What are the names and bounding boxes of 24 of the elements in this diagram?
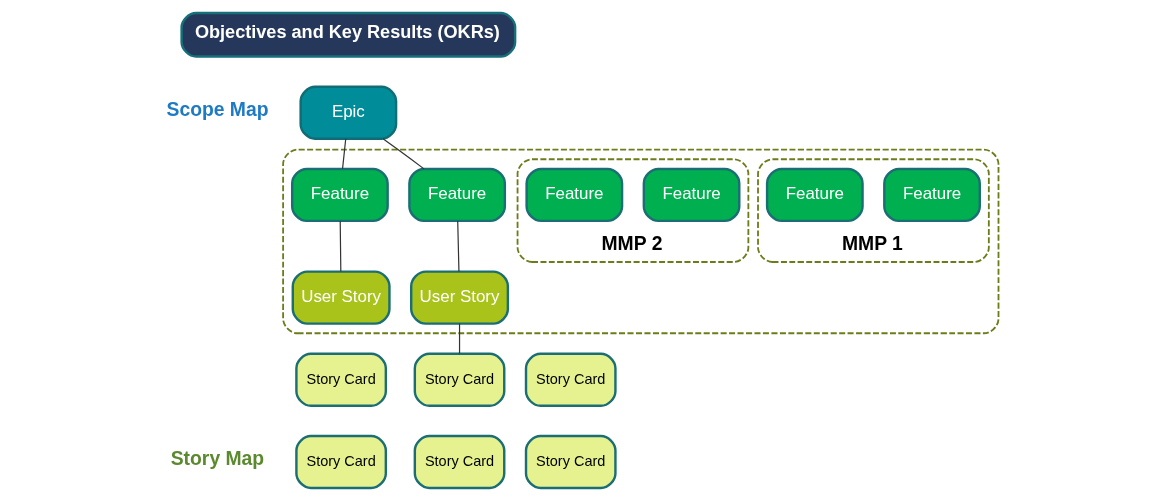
node-box: Feature bbox=[408, 167, 507, 223]
node-box: Story Card bbox=[295, 434, 388, 490]
connector bbox=[382, 138, 425, 170]
connector bbox=[339, 220, 342, 273]
node-box: Story Card bbox=[524, 352, 617, 407]
node-box: Objectives and Key Results (OKRs) bbox=[180, 11, 517, 58]
node-box: Feature bbox=[525, 167, 624, 223]
node-box: Epic bbox=[299, 85, 398, 140]
node-box: User Story bbox=[410, 270, 510, 325]
connector bbox=[457, 220, 460, 273]
node-box: Feature bbox=[765, 167, 864, 223]
node-box: User Story bbox=[291, 270, 391, 325]
label: Story Map bbox=[170, 448, 265, 470]
connector bbox=[341, 138, 347, 170]
label: Scope Map bbox=[166, 99, 269, 121]
node-box: Feature bbox=[883, 167, 981, 223]
node-box: Story Card bbox=[413, 434, 506, 490]
node-box: Story Card bbox=[295, 352, 388, 407]
node-box: Story Card bbox=[413, 352, 506, 407]
connector bbox=[458, 323, 461, 355]
node-box: Feature bbox=[642, 167, 741, 223]
node-box: Story Card bbox=[524, 434, 617, 490]
node-box: Feature bbox=[290, 167, 389, 223]
cluster bbox=[282, 148, 1000, 335]
